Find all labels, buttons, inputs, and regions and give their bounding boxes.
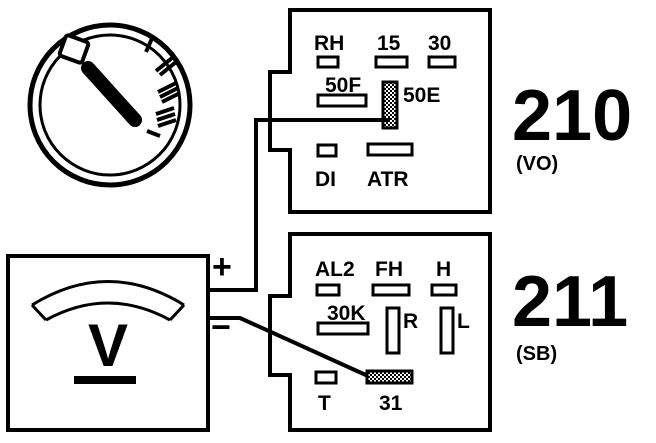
pin-di-slot <box>316 143 338 158</box>
voltmeter-symbol: V <box>88 312 128 379</box>
pin-rh-slot <box>316 55 340 69</box>
voltmeter-scale-inner <box>45 301 171 322</box>
pin-al2-slot <box>315 283 341 297</box>
pin-label-r: R <box>403 310 418 333</box>
plus-terminal-sign: + <box>212 248 232 286</box>
pin-label-30k: 30K <box>327 302 366 325</box>
pin-label-t: T <box>318 392 331 415</box>
pin-l-slot <box>439 306 455 355</box>
pin-label-50e: 50E <box>403 84 440 107</box>
pin-h-slot <box>430 283 458 297</box>
pin-label-h: H <box>436 258 451 281</box>
voltmeter-scale-outer <box>31 280 185 307</box>
pin-fh-slot <box>371 283 411 297</box>
pin-30-slot <box>427 55 457 69</box>
ignition-key-icon <box>81 61 142 127</box>
connector-211-code: (SB) <box>516 343 557 365</box>
pin-label-al2: AL2 <box>315 258 355 281</box>
pin-r-slot <box>385 306 401 355</box>
connector-211-number: 211 <box>512 262 628 342</box>
pin-label-50f: 50F <box>325 74 361 97</box>
pin-50e-slot <box>381 80 399 130</box>
pin-30k-slot <box>316 321 370 336</box>
pin-31-slot <box>365 369 414 385</box>
pin-label-di: DI <box>315 168 336 191</box>
pin-15-slot <box>374 55 409 69</box>
pin-50f-slot <box>316 93 368 108</box>
ignition-switch-icon <box>27 22 193 188</box>
pin-label-31: 31 <box>379 392 403 415</box>
pin-t-slot <box>314 370 338 385</box>
pin-label-fh: FH <box>375 258 403 281</box>
test-leads <box>208 118 390 378</box>
ignition-position-marks <box>144 35 181 138</box>
connector-211-housing: AL2 FH H 30K R L T 31 <box>268 232 492 432</box>
pin-label-l: L <box>457 310 470 333</box>
pin-label-rh: RH <box>314 32 344 55</box>
connector-210-code: (VO) <box>516 153 558 175</box>
pin-label-15: 15 <box>377 32 401 55</box>
pin-label-atr: ATR <box>367 168 409 191</box>
voltmeter-underline <box>74 376 136 384</box>
connector-210-housing: RH 15 30 50F 50E DI ATR <box>268 8 492 214</box>
connector-210-number: 210 <box>512 76 632 156</box>
negative-lead-wire <box>208 316 369 378</box>
voltmeter-housing <box>6 254 210 432</box>
pin-label-30: 30 <box>428 32 451 55</box>
positive-lead-wire <box>208 118 390 292</box>
pin-atr-slot <box>366 142 414 157</box>
voltmeter: V <box>6 254 210 432</box>
minus-terminal-sign: = <box>211 304 231 342</box>
